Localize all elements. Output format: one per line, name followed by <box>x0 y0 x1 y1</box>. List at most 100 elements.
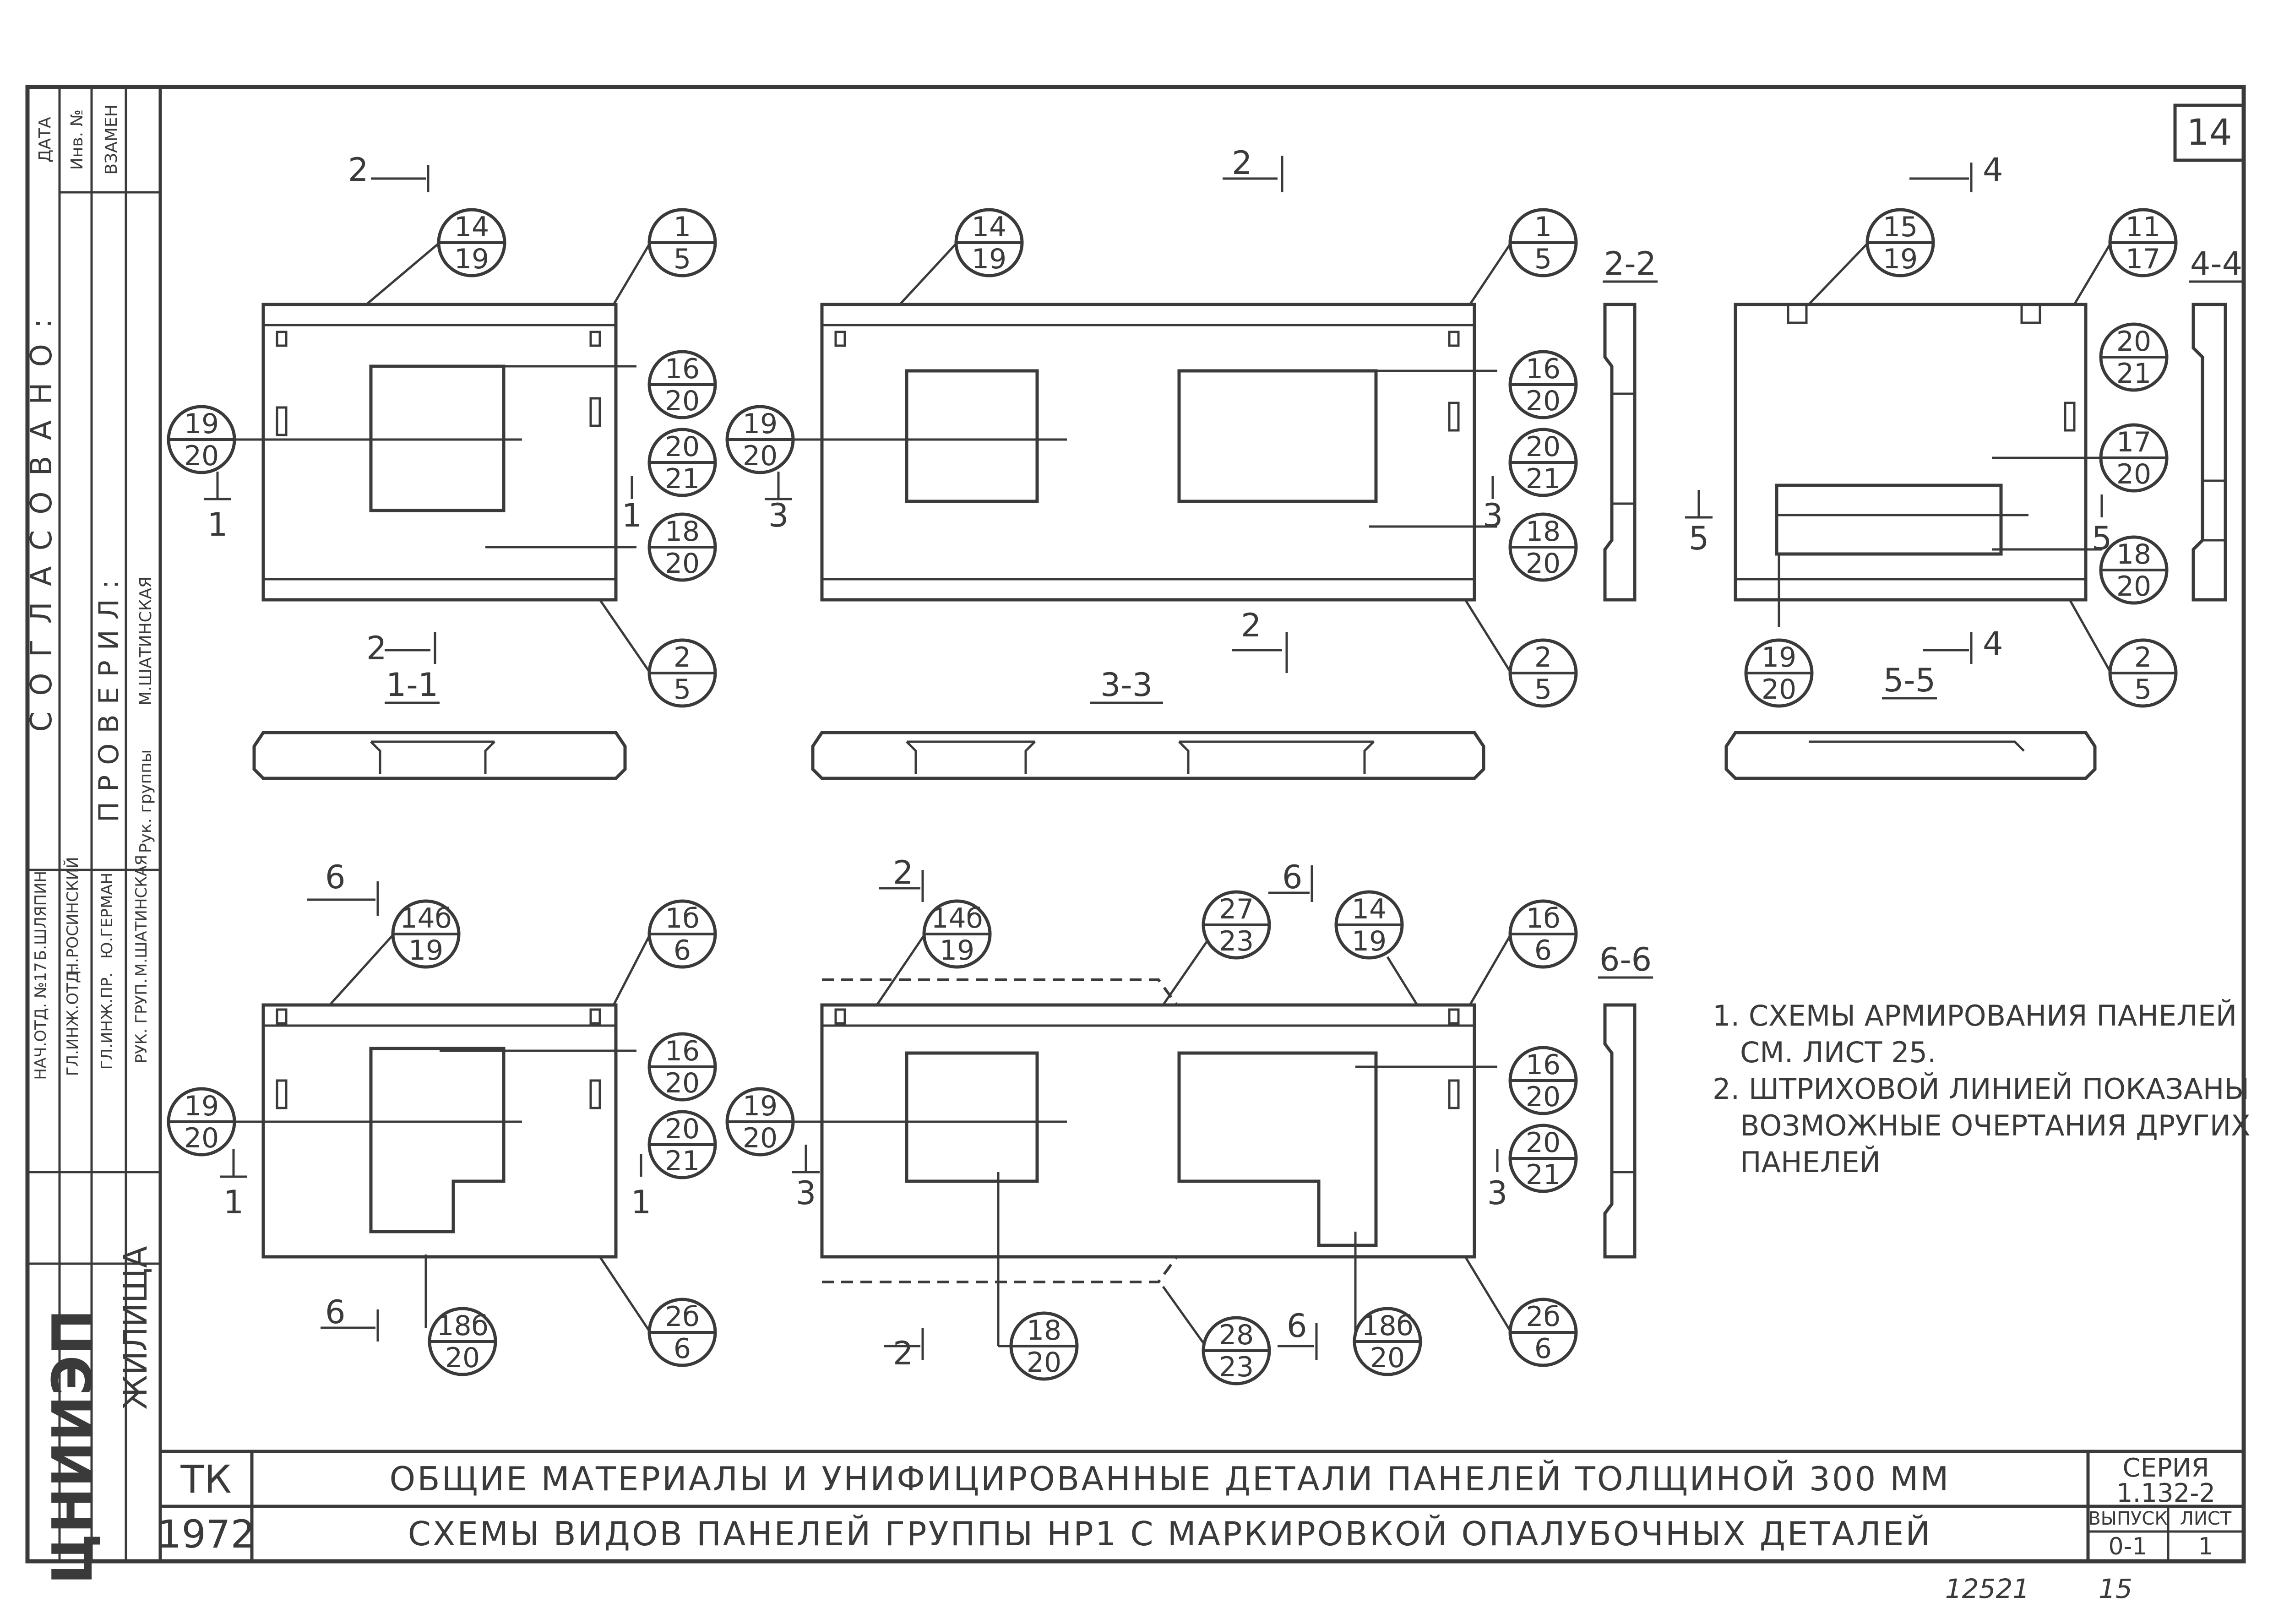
svg-text:1: 1 <box>223 1184 244 1221</box>
svg-text:СМ. ЛИСТ 25.: СМ. ЛИСТ 25. <box>1740 1036 1936 1069</box>
svg-text:ПАНЕЛЕЙ: ПАНЕЛЕЙ <box>1740 1146 1881 1179</box>
svg-text:М.ШАТИНСКАЯ: М.ШАТИНСКАЯ <box>132 855 151 977</box>
svg-text:20: 20 <box>2116 458 2151 490</box>
svg-text:20: 20 <box>665 431 700 463</box>
svg-text:5: 5 <box>1534 243 1552 275</box>
svg-text:ГЛ.ИНЖ.ОТД.: ГЛ.ИНЖ.ОТД. <box>64 966 82 1076</box>
svg-text:20: 20 <box>743 1122 778 1154</box>
notes: 1. СХЕМЫ АРМИРОВАНИЯ ПАНЕЛЕЙ СМ. ЛИСТ 25… <box>1713 999 2251 1179</box>
svg-text:14б: 14б <box>400 902 451 934</box>
cut-markers: 2 2 4 2 2 4 1 1 3 3 5 5 6 2 6 6 2 6 <box>204 144 2112 1372</box>
svg-text:16: 16 <box>665 353 700 385</box>
svg-text:20: 20 <box>445 1342 480 1374</box>
svg-text:21: 21 <box>665 463 700 495</box>
svg-text:19: 19 <box>1762 641 1796 673</box>
svg-text:2б: 2б <box>1526 1301 1560 1333</box>
svg-text:16: 16 <box>1526 353 1561 385</box>
svg-text:21: 21 <box>1526 463 1561 495</box>
svg-text:1.132-2: 1.132-2 <box>2116 1478 2215 1508</box>
svg-text:6: 6 <box>1534 1333 1552 1365</box>
svg-text:1: 1 <box>622 497 642 534</box>
svg-text:20: 20 <box>2116 326 2151 358</box>
svg-text:20: 20 <box>665 385 700 417</box>
svg-text:3-3: 3-3 <box>1100 666 1153 704</box>
svg-text:18: 18 <box>2116 538 2151 570</box>
svg-text:20: 20 <box>1526 1081 1561 1113</box>
svg-text:1: 1 <box>207 506 228 543</box>
svg-text:1б: 1б <box>1526 902 1560 934</box>
stamp-agreed: СОГЛАСОВАНО: <box>25 303 59 732</box>
svg-text:1: 1 <box>2198 1533 2213 1560</box>
left-stamp: СОГЛАСОВАНО: ДАТА Инв. № ВЗАМЕН ПРОВЕРИЛ… <box>25 87 160 1585</box>
svg-text:0-1: 0-1 <box>2109 1533 2148 1560</box>
svg-text:1: 1 <box>631 1184 652 1221</box>
svg-text:6: 6 <box>325 1293 346 1331</box>
svg-text:19: 19 <box>454 243 489 275</box>
svg-text:19: 19 <box>1883 243 1918 275</box>
svg-text:4: 4 <box>1983 151 2003 189</box>
sheet-frame <box>25 85 2246 1564</box>
svg-text:18б: 18б <box>1361 1310 1413 1342</box>
svg-text:2б: 2б <box>665 1301 699 1333</box>
svg-text:17: 17 <box>2126 243 2160 275</box>
svg-text:ЖИЛИЩА: ЖИЛИЩА <box>117 1246 154 1409</box>
svg-text:18: 18 <box>1027 1314 1061 1347</box>
section-6-6-profile <box>1603 1003 1637 1259</box>
svg-text:21: 21 <box>665 1145 700 1177</box>
svg-text:20: 20 <box>665 1113 700 1145</box>
svg-text:2: 2 <box>893 1335 914 1372</box>
section-5-5-profile <box>1724 731 2097 780</box>
svg-text:17: 17 <box>2116 426 2151 458</box>
svg-text:19: 19 <box>1352 925 1387 957</box>
svg-text:20: 20 <box>1762 673 1796 706</box>
view-labels: 1-1 2-2 3-3 4-4 5-5 6-6 <box>385 245 2244 979</box>
title-code: ТК <box>180 1457 232 1502</box>
svg-text:11: 11 <box>2126 211 2160 243</box>
svg-text:14: 14 <box>972 211 1006 243</box>
svg-text:5: 5 <box>674 243 691 275</box>
svg-text:6: 6 <box>674 934 691 967</box>
svg-text:6: 6 <box>1287 1307 1307 1345</box>
svg-text:Б.ШЛЯПИН: Б.ШЛЯПИН <box>32 871 50 961</box>
svg-text:19: 19 <box>743 1090 778 1122</box>
svg-text:18б: 18б <box>436 1310 488 1342</box>
svg-text:19: 19 <box>972 243 1006 275</box>
svg-text:20: 20 <box>1526 548 1561 580</box>
svg-text:Рук. группы: Рук. группы <box>136 750 155 853</box>
svg-text:21: 21 <box>2116 358 2151 390</box>
svg-text:2: 2 <box>893 854 914 891</box>
svg-text:20: 20 <box>2116 570 2151 603</box>
svg-text:14б: 14б <box>931 902 983 934</box>
svg-text:6: 6 <box>325 858 346 896</box>
svg-text:5: 5 <box>2134 673 2152 706</box>
svg-text:20: 20 <box>665 1067 700 1099</box>
svg-text:2: 2 <box>1534 641 1552 673</box>
svg-text:ГЛ.ИНЖ.ПР.: ГЛ.ИНЖ.ПР. <box>98 972 116 1070</box>
svg-text:20: 20 <box>184 440 219 472</box>
svg-text:15: 15 <box>1883 211 1918 243</box>
svg-text:2: 2 <box>2134 641 2152 673</box>
svg-text:23: 23 <box>1219 925 1254 957</box>
panel-e <box>774 933 1512 1352</box>
svg-text:2: 2 <box>1232 144 1252 182</box>
svg-text:2: 2 <box>366 630 387 667</box>
svg-text:3: 3 <box>1487 1174 1508 1212</box>
svg-text:М.ШАТИНСКАЯ: М.ШАТИНСКАЯ <box>136 576 155 706</box>
svg-text:20: 20 <box>665 548 700 580</box>
svg-text:РУК. ГРУП.: РУК. ГРУП. <box>132 978 151 1063</box>
svg-text:Н.РОСИНСКИЙ: Н.РОСИНСКИЙ <box>63 857 82 974</box>
panel-c <box>1734 242 2112 674</box>
svg-text:14: 14 <box>1352 893 1387 925</box>
archive-number: 12521 <box>1945 1573 2030 1604</box>
title-line-2: СХЕМЫ ВИДОВ ПАНЕЛЕЙ ГРУППЫ НР1 С МАРКИРО… <box>408 1515 1932 1553</box>
page-number: 14 <box>2186 112 2232 153</box>
stamp-checked: ПРОВЕРИЛ: <box>93 570 125 822</box>
svg-text:1: 1 <box>1534 211 1552 243</box>
svg-text:19: 19 <box>184 408 219 440</box>
svg-text:3: 3 <box>768 497 789 534</box>
svg-text:20: 20 <box>1526 385 1561 417</box>
svg-text:1б: 1б <box>665 902 699 934</box>
